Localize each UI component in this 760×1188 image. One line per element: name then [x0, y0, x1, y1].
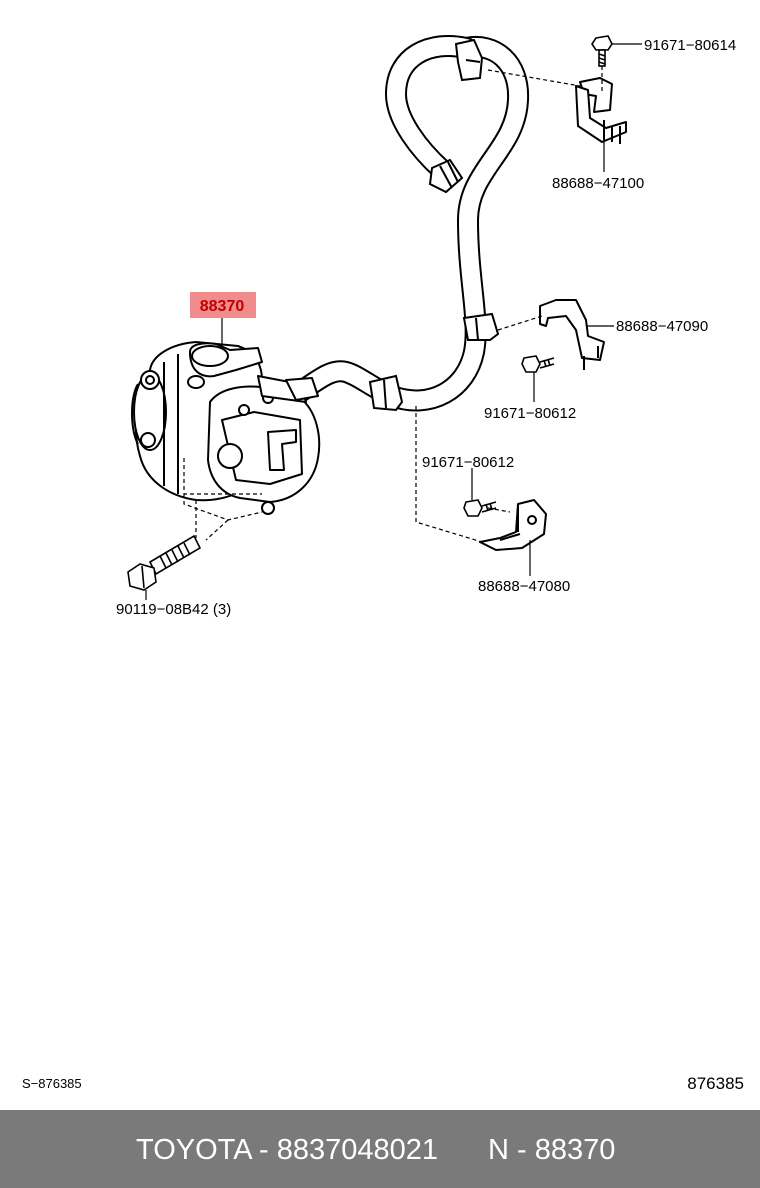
- compressor-88370: [131, 341, 321, 515]
- parts-diagram: 88370 91671−80614 88688−47100 88688−4709…: [22, 35, 744, 1093]
- top-dashes: [487, 66, 603, 92]
- bracket-mid: [539, 299, 605, 370]
- leader-lines: [145, 43, 642, 600]
- highlight-box: [190, 292, 256, 318]
- label-bolt-lower[interactable]: 91671−80612: [422, 454, 514, 471]
- label-bolt-top[interactable]: 91671−80614: [644, 37, 736, 54]
- ref-left: S−876385: [22, 1076, 82, 1091]
- bolt-91671-80612-mid: [521, 355, 555, 373]
- footer-part-number: TOYOTA - 8837048021: [136, 1134, 439, 1166]
- hose-fitting: [428, 158, 464, 194]
- compressor-mount-dashes: [183, 458, 263, 541]
- label-compressor-bolt[interactable]: 90119−08B42 (3): [116, 601, 231, 618]
- label-bracket-top[interactable]: 88688−47100: [552, 175, 644, 192]
- bolt-91671-80614: [591, 35, 613, 67]
- bracket-top: [575, 77, 627, 144]
- compressor-bolt: [127, 534, 202, 591]
- lower-dashes: [415, 406, 511, 543]
- label-bracket-lower[interactable]: 88688−47080: [478, 578, 570, 595]
- footer-bar: TOYOTA - 8837048021 N - 88370: [0, 1110, 760, 1188]
- label-88370[interactable]: 88370: [200, 298, 245, 315]
- label-bracket-mid[interactable]: 88688−47090: [616, 318, 708, 335]
- label-bolt-mid[interactable]: 91671−80612: [484, 405, 576, 422]
- mid-dash: [497, 315, 543, 331]
- ac-hose: [289, 35, 530, 412]
- hose-clamps: [368, 38, 500, 412]
- bolt-91671-80612-lower: [463, 499, 497, 517]
- footer-diagram-number: N - 88370: [488, 1134, 616, 1166]
- ref-right: 876385: [687, 1074, 744, 1093]
- bracket-lower: [479, 499, 547, 551]
